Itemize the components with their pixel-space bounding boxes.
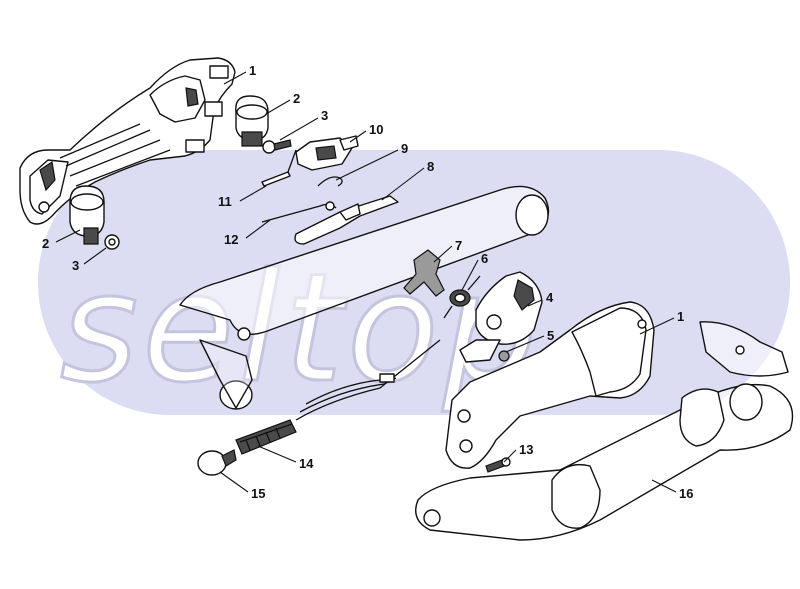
leader-10 [349, 130, 367, 143]
callout-14: 14 [299, 456, 314, 471]
leader-1b [639, 317, 675, 335]
leader-14 [257, 445, 297, 463]
callout-3-upper: 3 [321, 108, 328, 123]
callout-15: 15 [251, 486, 265, 501]
leader-lines [55, 71, 677, 493]
leader-3b [83, 247, 107, 265]
callout-2-lower: 2 [42, 236, 49, 251]
watermark-text: seltop [60, 242, 542, 416]
leader-2a [265, 99, 291, 115]
leader-1a [223, 71, 247, 85]
pin-part [261, 149, 297, 187]
callout-16: 16 [679, 486, 693, 501]
callout-5: 5 [547, 328, 554, 343]
clamp-ring-lower [69, 185, 105, 245]
grip-handle [415, 321, 794, 541]
leader-12 [245, 219, 271, 239]
leader-9 [335, 149, 399, 181]
trigger-lever [294, 195, 399, 245]
leader-3a [279, 117, 319, 141]
leader-7 [433, 245, 453, 263]
end-cap [197, 449, 237, 476]
callout-7: 7 [455, 238, 462, 253]
callout-2-upper: 2 [293, 91, 300, 106]
throttle-cable [261, 201, 337, 223]
leader-16 [651, 479, 677, 493]
leader-15 [219, 471, 249, 493]
leader-5 [505, 335, 545, 353]
callout-6: 6 [481, 251, 488, 266]
callout-labels: 1 2 3 10 9 8 11 12 2 3 7 6 4 5 1 13 14 1… [42, 63, 693, 501]
screw-small [498, 350, 510, 362]
callout-9: 9 [401, 141, 408, 156]
screw-housing [485, 457, 511, 473]
shaft-tube [179, 185, 550, 410]
callout-10: 10 [369, 122, 383, 137]
torsion-spring [443, 275, 481, 319]
leader-11 [239, 185, 267, 202]
leader-2b [55, 229, 81, 243]
leader-8 [381, 167, 425, 201]
callout-8: 8 [427, 159, 434, 174]
housing-half-upper [19, 57, 236, 225]
screw-upper [262, 139, 292, 154]
callout-4: 4 [546, 290, 554, 305]
screw-lower [104, 234, 120, 250]
leader-4 [527, 299, 543, 307]
wiring-harness [235, 339, 441, 455]
leader-13 [503, 449, 517, 463]
leader-6 [461, 259, 479, 291]
callout-11: 11 [218, 194, 232, 209]
clamp-ring-upper [235, 95, 269, 147]
callout-1-upper: 1 [249, 63, 256, 78]
callout-3-lower: 3 [72, 258, 79, 273]
callout-1-lower: 1 [677, 309, 684, 324]
callout-12: 12 [224, 232, 238, 247]
throttle-trigger [459, 271, 543, 363]
housing-half-lower [445, 301, 655, 469]
switch-assembly [295, 135, 359, 171]
callout-13: 13 [519, 442, 533, 457]
